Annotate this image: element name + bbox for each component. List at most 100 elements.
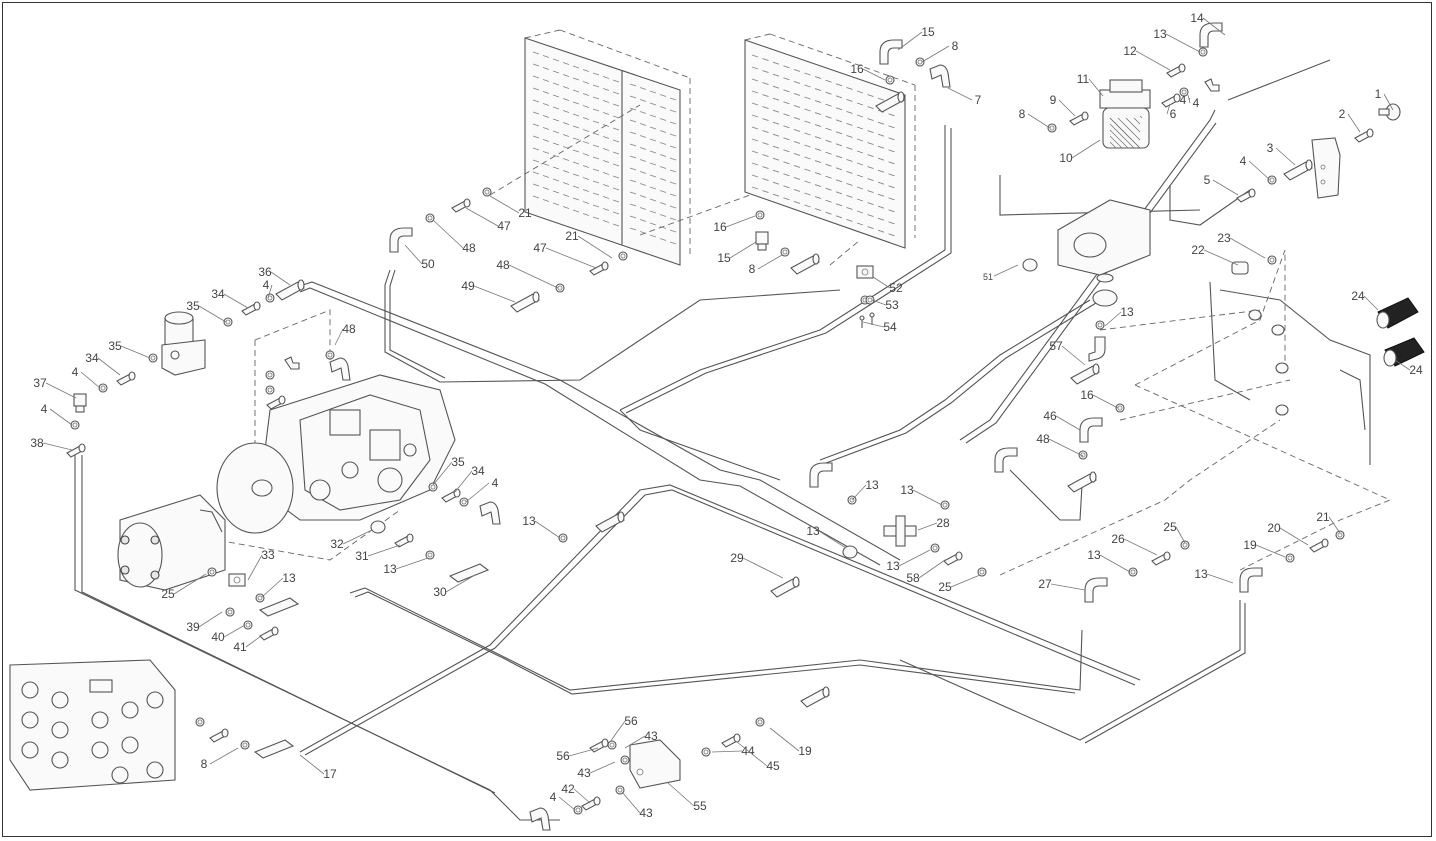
callout-text: 4 bbox=[72, 365, 79, 379]
fitting-72 bbox=[228, 573, 246, 587]
callout-43a: 43 bbox=[624, 729, 658, 749]
leader-line bbox=[918, 559, 946, 579]
callout-text: 47 bbox=[497, 219, 511, 233]
callout-text: 9 bbox=[1050, 93, 1057, 107]
fitting-91 bbox=[755, 717, 765, 727]
fitting-60 bbox=[329, 357, 351, 381]
fitting-18 bbox=[755, 231, 769, 251]
fitting-57 bbox=[265, 385, 275, 395]
fitting-47 bbox=[241, 301, 261, 316]
callout-19b: 19 bbox=[1243, 538, 1286, 558]
fitting-12 bbox=[1047, 123, 1057, 133]
callout-text: 13 bbox=[282, 571, 296, 585]
callout-33: 33 bbox=[247, 548, 275, 581]
callout-28: 28 bbox=[917, 516, 950, 531]
callout-text: 8 bbox=[952, 39, 959, 53]
callout-13d: 13 bbox=[900, 483, 943, 506]
leader-line bbox=[1275, 147, 1296, 166]
fitting-28 bbox=[1095, 320, 1105, 330]
leader-line bbox=[1187, 94, 1191, 104]
callout-text: 4 bbox=[492, 476, 499, 490]
fitting-17 bbox=[929, 64, 951, 88]
fitting-90 bbox=[721, 733, 741, 748]
callout-13j: 13 bbox=[1087, 548, 1131, 573]
fitting-89 bbox=[701, 747, 711, 757]
callout-19a: 19 bbox=[769, 727, 812, 758]
fitting-37 bbox=[451, 198, 471, 213]
callout-4b: 4 bbox=[1187, 94, 1200, 110]
fitting-33 bbox=[1067, 471, 1097, 493]
callout-text: 16 bbox=[1080, 388, 1094, 402]
fitting-53 bbox=[70, 420, 80, 430]
callout-21b: 21 bbox=[565, 229, 613, 259]
callout-13g: 13 bbox=[383, 557, 429, 576]
callout-text: 38 bbox=[30, 436, 44, 450]
callout-text: 53 bbox=[885, 298, 899, 312]
callout-53: 53 bbox=[871, 298, 899, 312]
callout-31: 31 bbox=[355, 544, 401, 563]
callout-35b: 35 bbox=[108, 339, 151, 359]
fitting-26 bbox=[869, 312, 875, 325]
fitting-81 bbox=[253, 739, 295, 759]
leader-line bbox=[897, 31, 923, 51]
callout-text: 47 bbox=[533, 241, 547, 255]
callout-text: 35 bbox=[451, 455, 465, 469]
leader-line bbox=[1050, 583, 1086, 591]
leader-line bbox=[270, 271, 291, 286]
callout-16b: 16 bbox=[713, 215, 756, 234]
callout-text: 4 bbox=[1240, 154, 1247, 168]
callout-text: 11 bbox=[1077, 72, 1090, 86]
callout-text: 4 bbox=[263, 278, 270, 292]
callout-text: 19 bbox=[798, 744, 812, 758]
cooler-panel-right bbox=[744, 33, 916, 249]
leader-line bbox=[508, 264, 559, 289]
fitting-93 bbox=[809, 462, 833, 488]
callout-text: 32 bbox=[330, 537, 344, 551]
fitting-8 bbox=[1204, 78, 1220, 92]
callout-text: 34 bbox=[471, 464, 485, 478]
callout-text: 21 bbox=[1316, 510, 1330, 524]
fittings bbox=[66, 22, 1401, 831]
callout-46: 46 bbox=[1043, 409, 1081, 431]
fitting-78 bbox=[195, 717, 205, 727]
callout-34a: 34 bbox=[211, 287, 249, 309]
fitting-25 bbox=[859, 315, 865, 328]
hydraulic-motor bbox=[117, 494, 226, 591]
fitting-7 bbox=[1198, 47, 1208, 57]
fitting-30 bbox=[1070, 363, 1100, 385]
leader-line bbox=[818, 530, 847, 549]
leader-line bbox=[267, 284, 273, 299]
fitting-22 bbox=[856, 265, 874, 279]
pedal-plate bbox=[1209, 281, 1371, 465]
leader-line bbox=[736, 741, 768, 767]
callout-8c: 8 bbox=[749, 254, 783, 276]
callout-4d: 4 bbox=[72, 365, 101, 389]
leader-line bbox=[1248, 160, 1271, 181]
callout-16a: 16 bbox=[850, 62, 886, 81]
leader-line bbox=[609, 720, 626, 743]
callout-24b: 24 bbox=[1394, 359, 1423, 377]
fitting-66 bbox=[394, 533, 414, 548]
leader-line bbox=[1027, 113, 1051, 129]
fitting-106 bbox=[1084, 577, 1108, 603]
leader-line bbox=[851, 484, 867, 501]
callout-text: 7 bbox=[975, 93, 982, 107]
leader-line bbox=[97, 357, 121, 376]
leader-line bbox=[534, 520, 561, 539]
leader-line bbox=[871, 299, 887, 306]
callout-48d: 48 bbox=[1036, 432, 1084, 457]
callout-13c: 13 bbox=[851, 478, 879, 501]
callout-17: 17 bbox=[299, 754, 337, 781]
fitting-79 bbox=[209, 728, 229, 743]
callout-text: 48 bbox=[1036, 432, 1050, 446]
callout-text: 3 bbox=[1267, 141, 1274, 155]
fitting-41 bbox=[589, 261, 609, 276]
fitting-20 bbox=[780, 247, 790, 257]
callout-50: 50 bbox=[404, 244, 435, 271]
leader-line bbox=[757, 254, 783, 270]
leader-line bbox=[1383, 93, 1394, 111]
leader-line bbox=[1202, 17, 1226, 36]
callout-text: 56 bbox=[624, 714, 638, 728]
fitting-65 bbox=[370, 520, 386, 534]
fitting-87 bbox=[573, 805, 583, 815]
